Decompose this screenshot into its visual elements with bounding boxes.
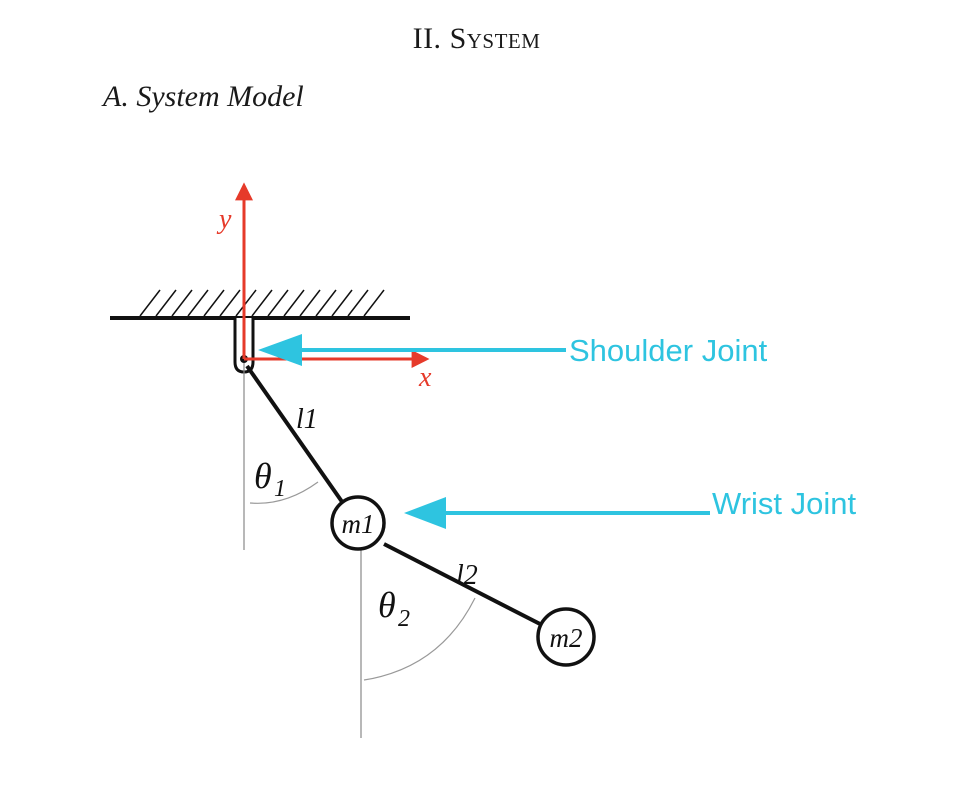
wrist-joint-label: Wrist Joint	[712, 486, 857, 521]
link-2-label: l2	[456, 560, 478, 591]
ceiling-hatch	[139, 289, 385, 317]
theta-2-symbol: θ	[378, 585, 396, 625]
subsection-heading: A. System Model	[103, 80, 304, 113]
theta1-arc	[249, 481, 319, 504]
mass-1	[330, 495, 386, 551]
theta-1-symbol: θ	[254, 456, 272, 496]
section-number: II.	[412, 22, 442, 55]
shoulder-joint-label: Shoulder Joint	[569, 333, 768, 368]
link-1	[245, 364, 347, 508]
y-axis-label: y	[216, 204, 232, 235]
theta2-arc	[363, 597, 476, 681]
link-2	[383, 542, 543, 627]
theta-2-subscript: 2	[398, 606, 410, 632]
shoulder-callout-arrowhead	[258, 334, 302, 366]
x-axis-label: x	[418, 362, 432, 393]
wrist-callout-arrowhead	[404, 497, 446, 529]
section-heading: II. System	[0, 22, 953, 56]
mass-2	[536, 607, 596, 667]
link-1-label: l1	[296, 404, 318, 435]
mass-1-label: m1	[342, 509, 375, 539]
mass-2-label: m2	[550, 623, 583, 653]
section-title: System	[449, 22, 541, 55]
theta-1-subscript: 1	[274, 476, 286, 502]
